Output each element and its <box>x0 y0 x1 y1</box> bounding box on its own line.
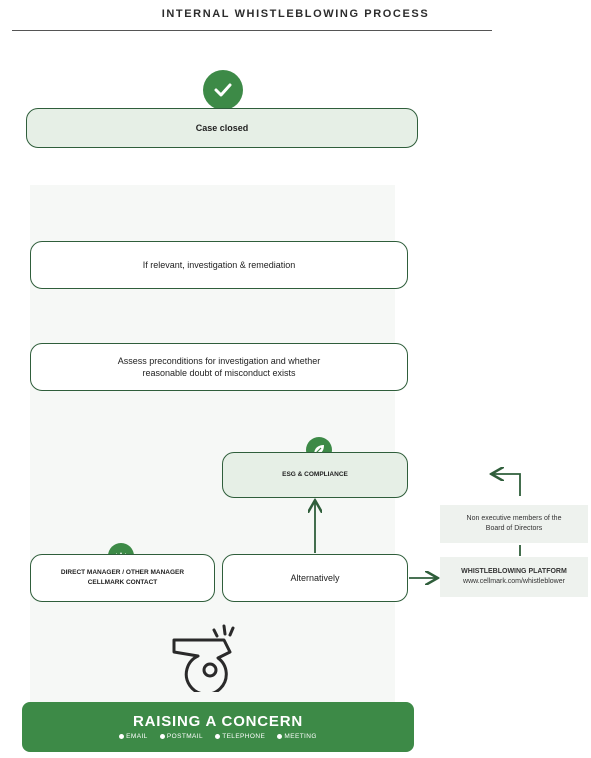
channel-meeting: MEETING <box>277 733 316 740</box>
investigation-label: If relevant, investigation & remediation <box>142 260 296 270</box>
page-title: INTERNAL WHISTLEBLOWING PROCESS <box>161 8 430 20</box>
case-closed-label: Case closed <box>195 123 249 133</box>
investigation-box: If relevant, investigation & remediation <box>30 241 408 289</box>
channel-telephone: TELEPHONE <box>215 733 265 740</box>
assess-label-line2: reasonable doubt of misconduct exists <box>142 368 296 378</box>
case-closed-box: Case closed <box>26 108 418 148</box>
board-label-line2: Board of Directors <box>485 525 543 532</box>
alternatively-label: Alternatively <box>290 573 340 583</box>
esg-compliance-label: ESG & COMPLIANCE <box>282 471 348 478</box>
assess-box: Assess preconditions for investigation a… <box>30 343 408 391</box>
whistleblowing-platform-box: WHISTLEBLOWING PLATFORM www.cellmark.com… <box>440 557 588 597</box>
manager-label-line2: CELLMARK CONTACT <box>87 579 158 586</box>
board-label-line1: Non executive members of the <box>466 515 562 522</box>
channel-email: EMAIL <box>119 733 148 740</box>
channel-list: EMAIL POSTMAIL TELEPHONE MEETING <box>22 733 414 740</box>
channel-telephone-label: TELEPHONE <box>222 733 266 740</box>
platform-url: www.cellmark.com/whistleblower <box>463 578 565 585</box>
bullet-icon <box>215 733 221 739</box>
channel-email-label: EMAIL <box>126 733 148 740</box>
channel-meeting-label: MEETING <box>284 733 317 740</box>
manager-label-line1: DIRECT MANAGER / OTHER MANAGER <box>60 569 185 576</box>
esg-compliance-box: ESG & COMPLIANCE <box>222 452 408 498</box>
check-icon <box>203 70 243 110</box>
channel-postmail: POSTMAIL <box>159 733 203 740</box>
channel-postmail-label: POSTMAIL <box>166 733 203 740</box>
alternatively-box: Alternatively <box>222 554 408 602</box>
raising-concern-banner: RAISING A CONCERN EMAIL POSTMAIL TELEPHO… <box>22 702 414 752</box>
board-box: Non executive members of the Board of Di… <box>440 505 588 543</box>
raising-concern-title: RAISING A CONCERN <box>133 713 303 730</box>
bullet-icon <box>277 733 283 739</box>
arrow-from-board <box>493 474 521 496</box>
manager-box: DIRECT MANAGER / OTHER MANAGER CELLMARK … <box>30 554 215 602</box>
platform-title: WHISTLEBLOWING PLATFORM <box>461 568 567 575</box>
bullet-icon <box>119 733 125 739</box>
bullet-icon <box>159 733 165 739</box>
assess-label-line1: Assess preconditions for investigation a… <box>117 356 321 366</box>
whistle-icon <box>172 624 235 692</box>
title-divider <box>12 30 492 31</box>
